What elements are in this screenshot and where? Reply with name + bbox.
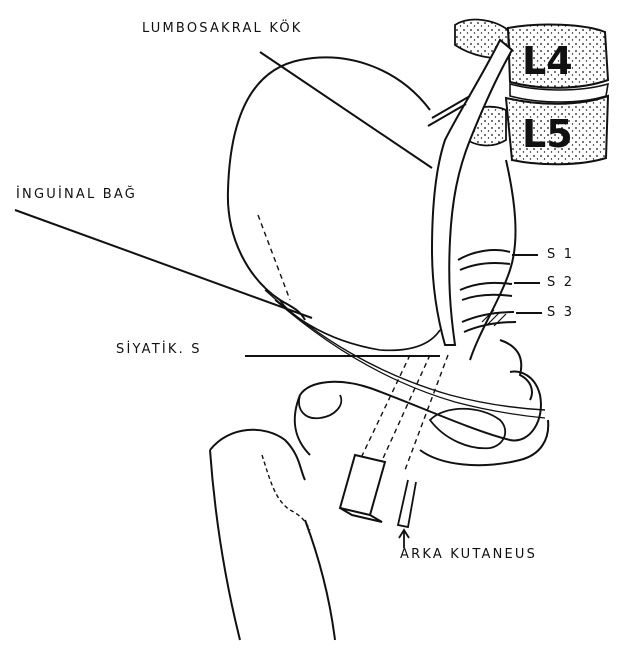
leader-arka-arrow (399, 530, 409, 548)
obturator-inner (430, 409, 505, 449)
label-siyatik: SİYATİK. S (116, 343, 202, 356)
nerve-root-s1 (458, 250, 510, 270)
vertebra-l4-label: L4 (522, 42, 573, 80)
sacrum-outline (470, 160, 516, 360)
posterior-cutaneous-nerve (398, 480, 416, 527)
label-s1: S 1 (547, 248, 574, 261)
sciatic-nerve-stump (340, 455, 385, 522)
femur-outline (210, 430, 335, 640)
acetabulum-bump (299, 395, 341, 418)
vertebra-l5-label: L5 (522, 115, 573, 153)
ilium-outline (228, 60, 305, 320)
label-s3: S 3 (547, 306, 574, 319)
label-lumbosakral: LUMBOSAKRAL KÖK (142, 22, 303, 35)
leader-inguinal (15, 210, 312, 318)
inguinal-dashed (258, 215, 290, 300)
ischial-spine (500, 340, 532, 400)
leader-lumbosakral (260, 52, 432, 168)
ilium-crest (300, 57, 430, 110)
femur-trochanter (295, 395, 310, 455)
label-arka: ARKA KUTANEUS (400, 548, 537, 561)
femur-neck (262, 455, 310, 530)
pubic-lower (420, 420, 548, 465)
label-inguinal: İNGUİNAL BAĞ (16, 188, 137, 201)
label-s2: S 2 (547, 276, 574, 289)
ilium-inner (280, 300, 440, 350)
lumbosacral-trunk (432, 40, 512, 345)
